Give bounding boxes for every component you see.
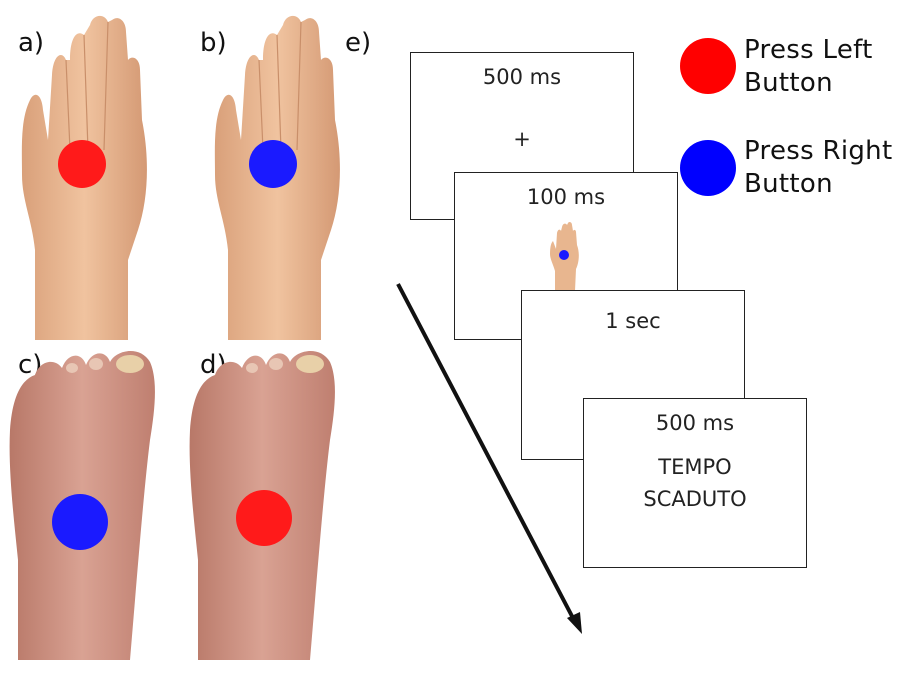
legend-blue-line1: Press Right [744, 135, 892, 168]
legend-blue-dot [680, 140, 736, 196]
blank-duration: 1 sec [522, 309, 744, 333]
legend-blue-label: Press Right Button [744, 135, 892, 201]
legend-red-line2: Button [744, 67, 873, 100]
trial-screen-timeout: 500 ms TEMPO SCADUTO [583, 398, 807, 568]
legend-blue-line2: Button [744, 168, 892, 201]
stimulus-dot-d [236, 490, 292, 546]
mini-hand-stimulus [547, 219, 587, 291]
stimulus-dot-b [249, 140, 297, 188]
timeout-text-line2: SCADUTO [584, 487, 806, 511]
stimulus-dot-a [58, 140, 106, 188]
timeout-text-line1: TEMPO [584, 455, 806, 479]
stimulus-dot-c [52, 494, 108, 550]
legend-red-line1: Press Left [744, 34, 873, 67]
timeout-duration: 500 ms [584, 411, 806, 435]
legend-red-label: Press Left Button [744, 34, 873, 100]
legend-red-dot [680, 38, 736, 94]
fixation-duration: 500 ms [411, 65, 633, 89]
stimulus-duration: 100 ms [455, 185, 677, 209]
fixation-cross: + [411, 127, 633, 151]
